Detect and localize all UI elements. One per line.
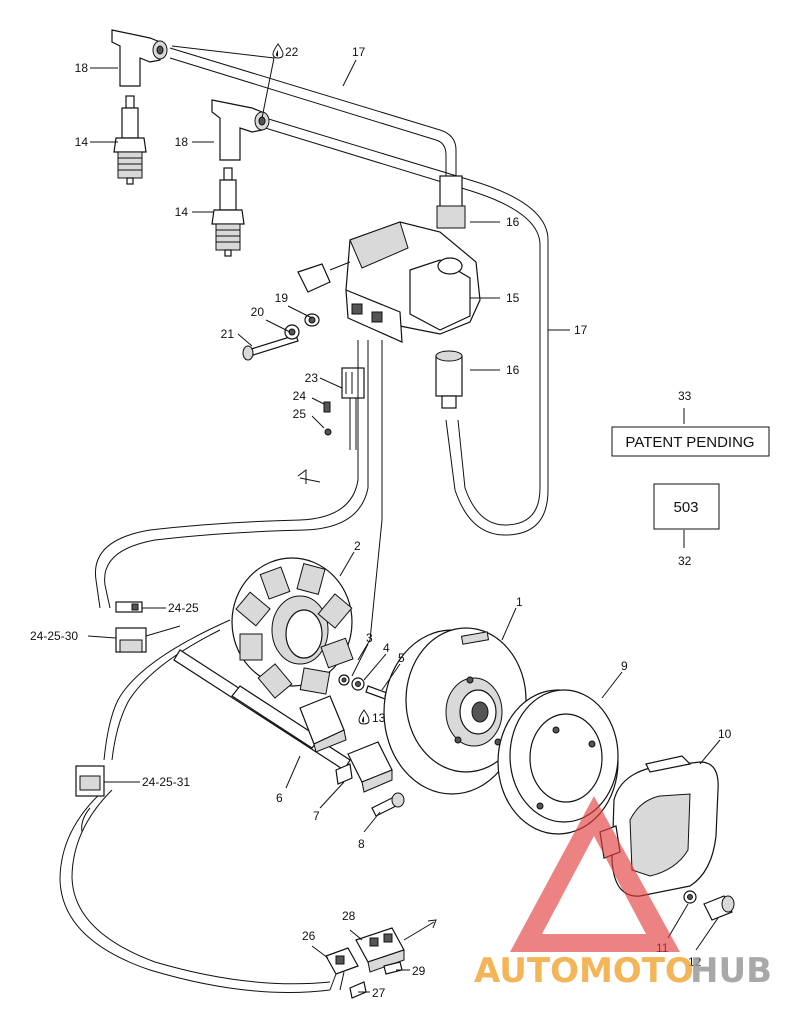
watermark-text-automoto: AUTOMOTO	[474, 951, 694, 991]
callout-9: 9	[621, 659, 628, 673]
callout-5: 5	[398, 651, 405, 665]
callout-16-upper: 16	[506, 215, 520, 229]
stator-connector-small	[115, 601, 143, 613]
callout-18-upper: 18	[75, 61, 89, 75]
spark-plug-upper	[113, 95, 147, 185]
callout-25: 25	[293, 407, 307, 421]
callout-6: 6	[276, 791, 283, 805]
patent-pending-text: PATENT PENDING	[625, 434, 754, 451]
callout-29: 29	[412, 964, 426, 978]
callout-28: 28	[342, 909, 356, 923]
callout-20: 20	[251, 305, 265, 319]
callout-21: 21	[221, 327, 235, 341]
stator-connector-main	[115, 625, 181, 653]
stator-connector-lower	[75, 765, 105, 797]
callout-10: 10	[718, 727, 732, 741]
callout-3: 3	[366, 631, 373, 645]
callout-labels: 18 14 18 14 22 17 16 15 16 17 19 20 21 2…	[30, 45, 732, 1000]
callout-2: 2	[354, 539, 361, 553]
callout-13: 13	[372, 711, 386, 725]
callout-1: 1	[516, 595, 523, 609]
callout-17-lower: 17	[574, 323, 588, 337]
callout-26: 26	[302, 929, 316, 943]
callout-24: 24	[293, 389, 307, 403]
rectifier-connector	[325, 947, 367, 999]
stator-harness	[59, 340, 383, 993]
high-tension-leads	[169, 47, 549, 536]
starter-pulley	[497, 689, 619, 835]
drop-icon-13	[358, 709, 370, 725]
watermark: AUTOMOTO HUB	[474, 796, 772, 991]
callout-23: 23	[305, 371, 319, 385]
stator	[231, 557, 354, 699]
code-box: 503	[653, 483, 720, 530]
callout-14-upper: 14	[75, 135, 89, 149]
code-text: 503	[673, 499, 698, 516]
spark-plug-cap-lower	[211, 99, 270, 161]
callout-7: 7	[313, 809, 320, 823]
callout-12: 12	[688, 955, 702, 969]
callout-15: 15	[506, 291, 520, 305]
watermark-triangle-logo	[510, 796, 680, 952]
callout-14-lower: 14	[175, 205, 189, 219]
watermark-text-hub: HUB	[690, 951, 772, 991]
trigger-coil-screw	[371, 792, 405, 817]
drop-icon-22	[272, 43, 284, 59]
callout-17-upper: 17	[352, 45, 366, 59]
callout-19: 19	[275, 291, 289, 305]
spark-plug-cap-upper	[111, 29, 168, 87]
callout-24-25: 24-25	[168, 601, 199, 615]
callout-22: 22	[285, 45, 299, 59]
stator-screw-set	[338, 674, 396, 704]
regulator-connector	[355, 919, 437, 975]
coil-boot-lower	[435, 350, 463, 409]
starter-bolt	[683, 890, 735, 921]
trigger-coil	[335, 741, 393, 793]
callout-18-lower: 18	[175, 135, 189, 149]
callout-24-25-30: 24-25-30	[30, 629, 78, 643]
flywheel	[383, 627, 527, 795]
callout-24-25-31: 24-25-31	[142, 775, 190, 789]
patent-pending-box: PATENT PENDING	[611, 426, 770, 457]
ignition-coil	[297, 175, 481, 343]
coil-screw	[242, 313, 320, 361]
trigger-coil-bracket	[173, 649, 351, 771]
callout-4: 4	[383, 641, 390, 655]
leader-lines	[87, 45, 721, 993]
callout-27: 27	[372, 986, 386, 1000]
callout-16-lower: 16	[506, 363, 520, 377]
callout-32: 32	[678, 554, 692, 568]
callout-8: 8	[358, 837, 365, 851]
spark-plug-lower	[211, 167, 245, 257]
callout-33: 33	[678, 389, 692, 403]
